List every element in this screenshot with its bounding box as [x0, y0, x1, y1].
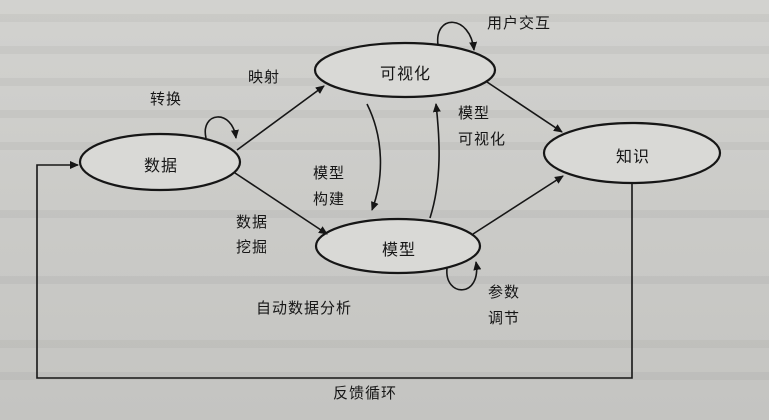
label-user-interaction: 用户交互: [487, 14, 552, 32]
edge-mapping: [236, 85, 325, 151]
label-model-build-2: 构建: [313, 190, 346, 208]
edge-transform-loop: [204, 116, 239, 139]
label-auto-analysis: 自动数据分析: [256, 299, 353, 317]
label-feedback-loop: 反馈循环: [333, 384, 398, 402]
edge-feedback-loop: [36, 161, 633, 379]
label-model-build-1: 模型: [313, 164, 346, 182]
edge-model-visualization: [429, 103, 441, 219]
label-param-tuning-2: 调节: [488, 309, 521, 327]
node-visualization-label: 可视化: [380, 64, 432, 83]
label-data-mining-2: 挖掘: [236, 238, 269, 256]
label-data-mining-1: 数据: [236, 213, 269, 231]
node-model-label: 模型: [382, 240, 417, 259]
node-visualization-shape: [313, 41, 497, 99]
label-model-visualization-2: 可视化: [458, 130, 507, 148]
label-transform: 转换: [150, 90, 183, 108]
edge-model-to-knowledge: [472, 175, 564, 235]
edge-model-build: [366, 103, 382, 211]
edge-param-tuning-loop: [446, 261, 482, 291]
edge-user-interaction-loop: [437, 21, 478, 51]
edge-vis-to-knowledge: [486, 81, 563, 133]
node-model-shape: [314, 217, 482, 275]
edge-data-mining: [234, 172, 328, 235]
label-mapping: 映射: [248, 68, 281, 86]
label-param-tuning-1: 参数: [488, 283, 521, 301]
label-model-visualization-1: 模型: [458, 104, 491, 122]
node-data-shape: [78, 132, 242, 192]
node-knowledge-label: 知识: [616, 147, 651, 166]
node-data-label: 数据: [144, 156, 179, 175]
